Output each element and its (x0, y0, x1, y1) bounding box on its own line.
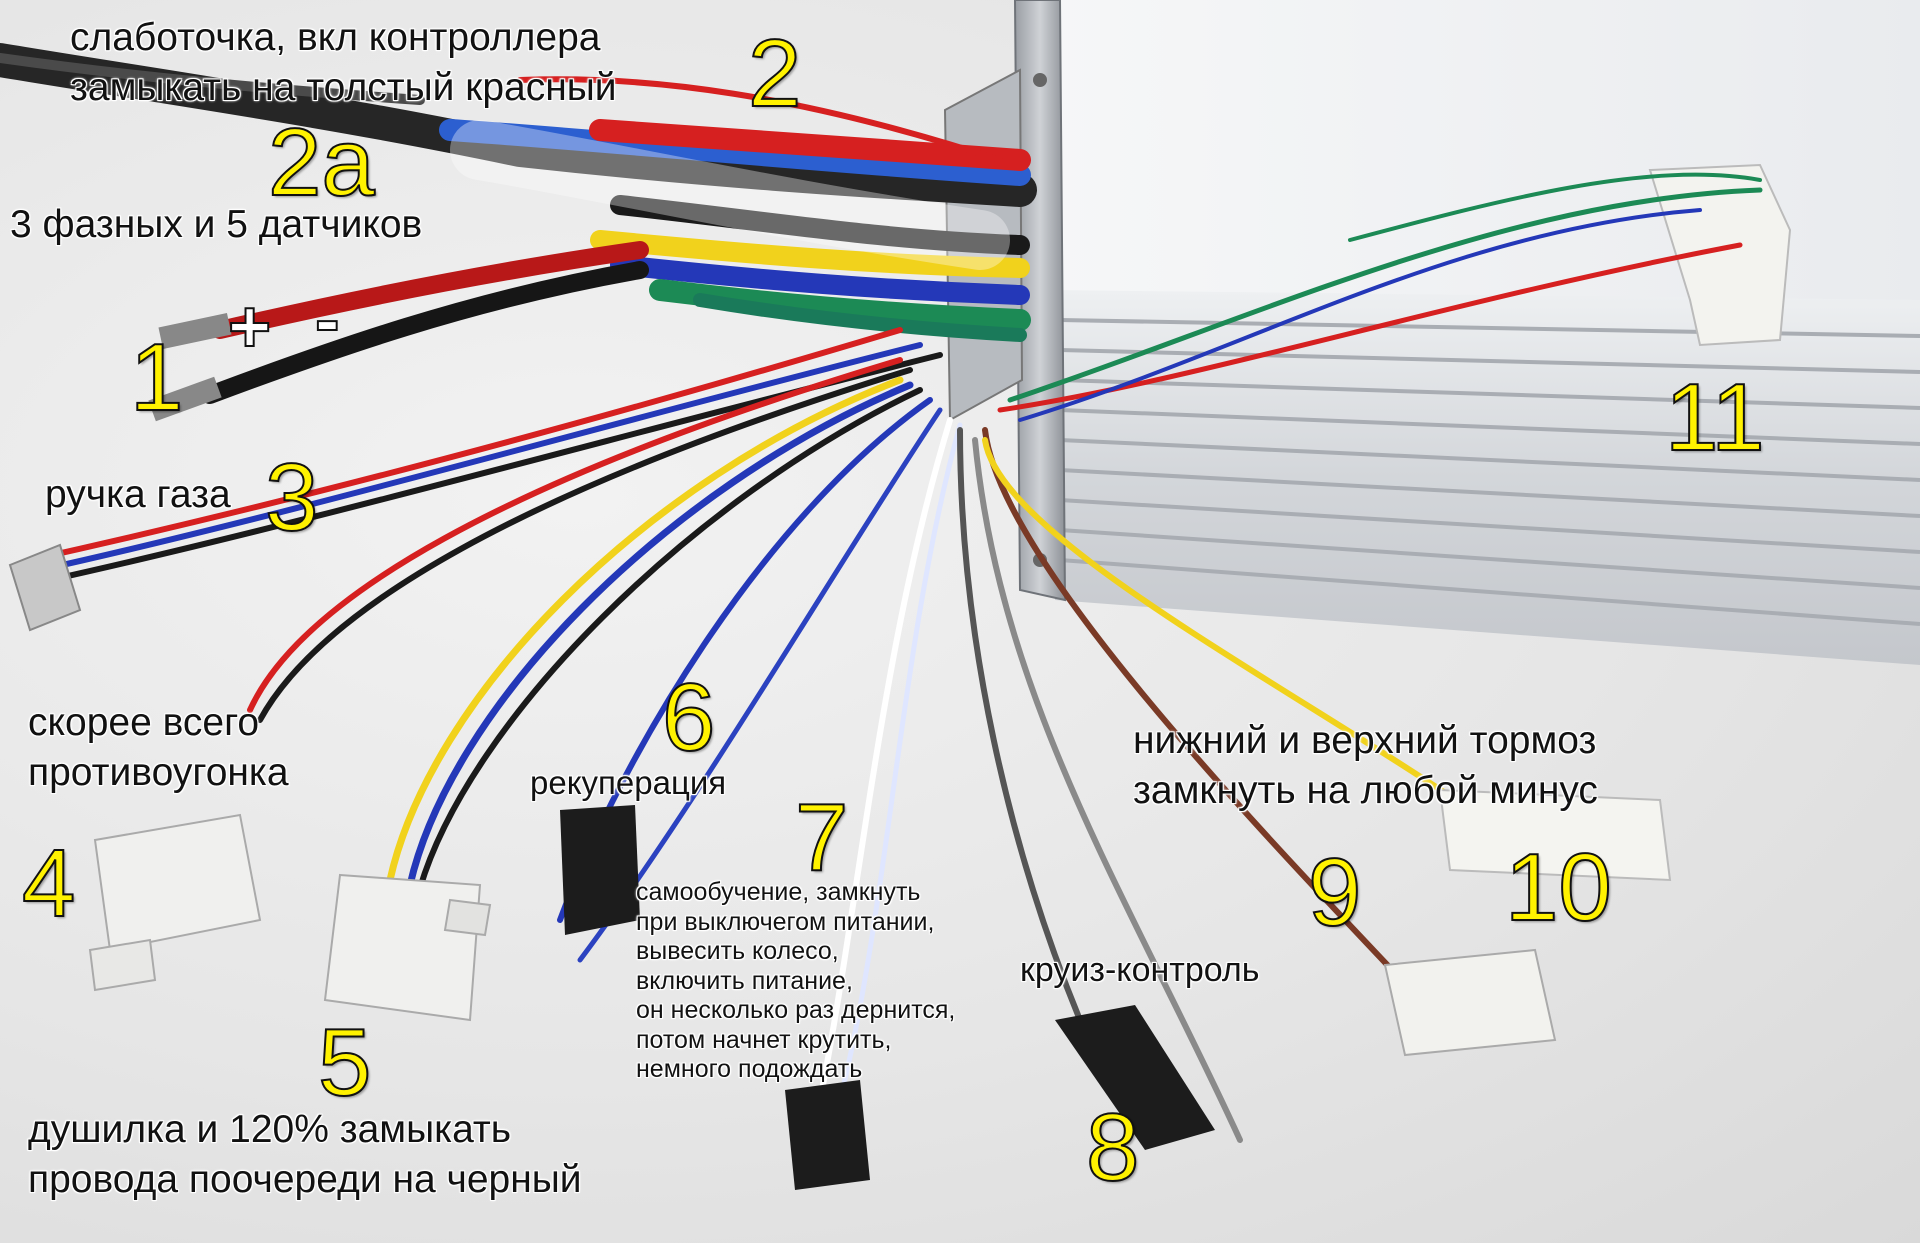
plus-sign: + (227, 285, 272, 368)
label-regen: рекуперация (530, 764, 727, 801)
selflearn-line: немного подождать (636, 1055, 863, 1083)
label-low-current-line2: замыкать на толстый красный (70, 66, 617, 109)
label-low-current-line1: слаботочка, вкл контроллера (70, 16, 601, 59)
callout-number-5: 5 (317, 1009, 372, 1116)
label-limiter-line1: душилка и 120% замыкать (28, 1108, 512, 1151)
label-cruise: круиз-контроль (1020, 951, 1260, 989)
selflearn-line: потом начнет крутить, (636, 1025, 892, 1054)
callout-number-4: 4 (21, 830, 76, 937)
label-selflearn: самообучение, замкнуть при выключегом пи… (636, 878, 955, 1085)
minus-sign: - (314, 278, 341, 361)
label-brake-line2: замкнуть на любой минус (1133, 769, 1598, 812)
label-brake-line1: нижний и верхний тормоз (1133, 719, 1597, 762)
selflearn-line: самообучение, замкнуть (636, 878, 921, 906)
callout-number-1: 1 (129, 324, 184, 431)
callout-number-8: 8 (1085, 1094, 1140, 1201)
connectors (88, 788, 1672, 1190)
callout-number-7: 7 (794, 784, 849, 891)
callout-number-10: 10 (1504, 834, 1613, 941)
wire-harness (0, 43, 1763, 1143)
callout-number-3: 3 (264, 444, 319, 551)
label-phases-sensors: 3 фазных и 5 датчиков (10, 203, 423, 246)
label-throttle: ручка газа (45, 473, 231, 516)
callout-number-2a: 2а (267, 109, 376, 216)
selflearn-line: при выключегом питании, (636, 907, 935, 936)
selflearn-line: он несколько раз дернится, (636, 996, 956, 1024)
label-limiter-line2: провода поочереди на черный (28, 1158, 582, 1201)
controller-housing (943, 0, 1920, 665)
callout-number-9: 9 (1307, 839, 1362, 946)
label-antitheft-line2: противоугонка (28, 751, 289, 794)
selflearn-line: включить питание, (636, 966, 853, 995)
selflearn-line: вывесить колесо, (636, 937, 839, 965)
callout-number-11: 11 (1664, 364, 1766, 471)
callout-number-2: 2 (747, 20, 802, 127)
label-antitheft-line1: скорее всего (28, 701, 260, 744)
callout-number-6: 6 (661, 664, 716, 771)
